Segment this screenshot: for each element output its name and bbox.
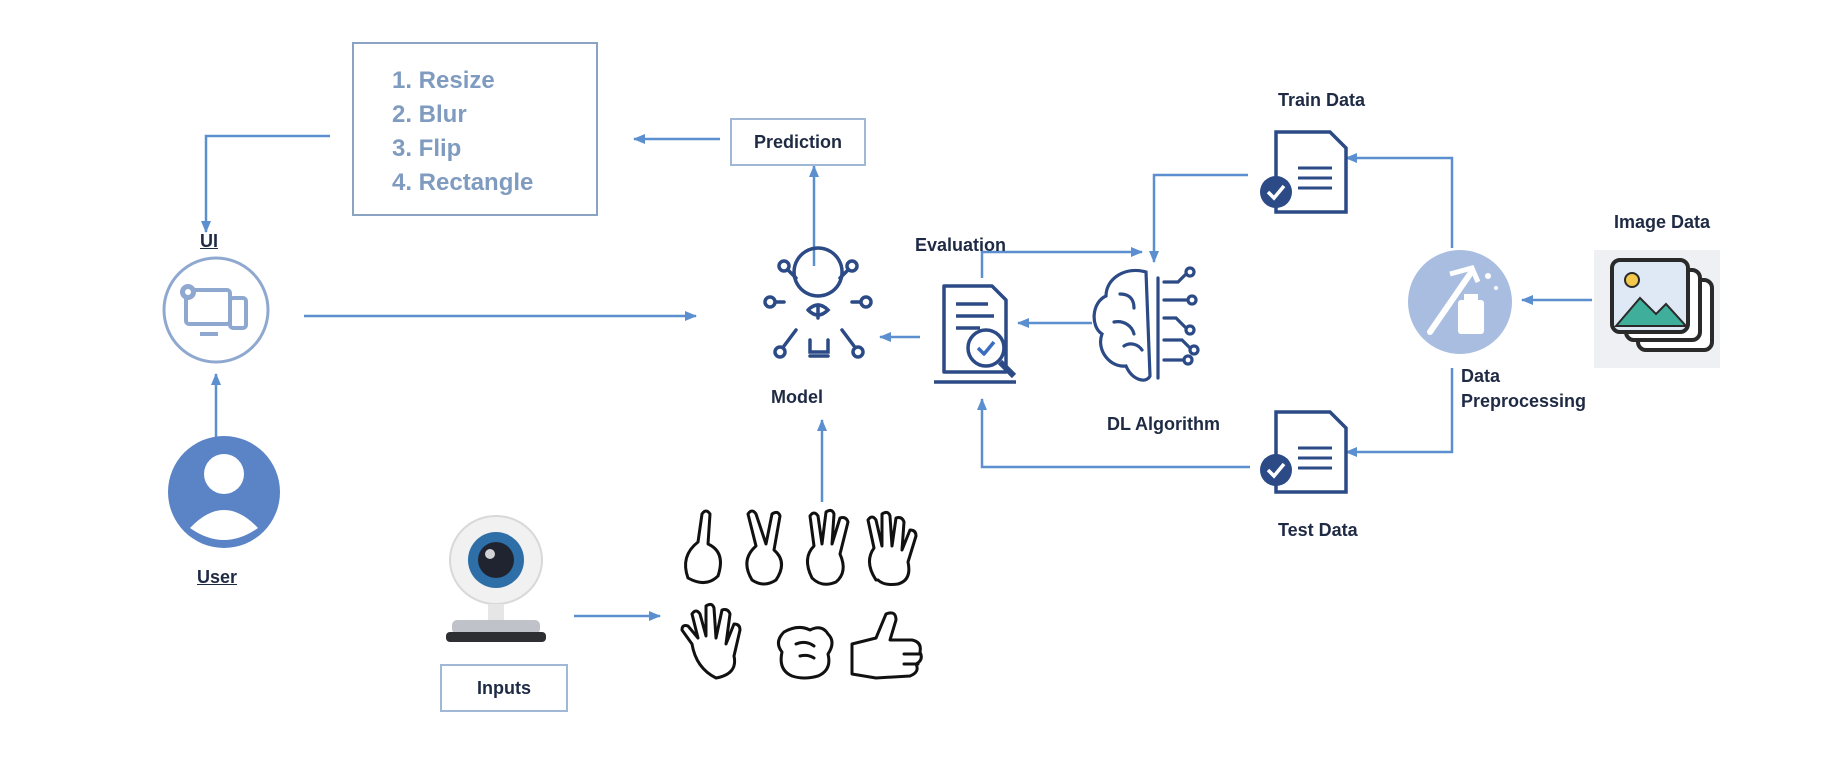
prediction-box: Prediction [730, 118, 866, 166]
model-label: Model [771, 387, 823, 407]
arrow-test-to-evaluation [977, 398, 1250, 469]
data-preprocessing-label-line1: Data [1461, 366, 1501, 386]
test-data-icon [1260, 410, 1348, 494]
preprocessing-steps-box: 1. Resize 2. Blur 3. Flip 4. Rectangle [352, 42, 598, 216]
gesture-two [745, 509, 783, 586]
test-data-label: Test Data [1278, 520, 1358, 540]
dl-algorithm-icon [1092, 266, 1200, 382]
model-icon [763, 246, 873, 359]
hand-gestures-image [680, 508, 923, 680]
arrow-evaluation-to-dl [980, 247, 1143, 278]
train-data-icon [1260, 130, 1348, 214]
arrow-train-to-dl [1149, 173, 1248, 263]
evaluation-icon [934, 284, 1017, 384]
gesture-four [866, 510, 918, 586]
arrow-preprocessing-to-train [1345, 153, 1454, 248]
webcam-icon [446, 515, 546, 642]
gesture-thumbs-up [850, 611, 923, 680]
step-blur: 2. Blur [392, 101, 467, 128]
inputs-label: Inputs [477, 677, 531, 698]
gesture-fist [777, 625, 834, 680]
inputs-box: Inputs [440, 664, 568, 712]
step-flip: 3. Flip [392, 135, 462, 162]
train-data-label: Train Data [1278, 90, 1366, 110]
arrow-steps-to-ui [201, 134, 330, 233]
image-data-label: Image Data [1614, 212, 1711, 232]
prediction-label: Prediction [753, 131, 842, 152]
user-icon [168, 436, 280, 548]
dl-algorithm-label: DL Algorithm [1107, 414, 1220, 434]
gesture-one [684, 509, 722, 584]
gesture-five [680, 602, 742, 680]
evaluation-label: Evaluation [915, 235, 1007, 255]
step-rectangle: 4. Rectangle [392, 169, 534, 196]
gesture-three [806, 508, 850, 586]
arrow-preprocessing-to-test [1345, 368, 1454, 457]
ui-label: UI [200, 231, 218, 251]
data-preprocessing-label-line2: Preprocessing [1461, 391, 1587, 411]
image-data-icon [1594, 250, 1720, 368]
user-label: User [197, 567, 238, 587]
ui-icon [162, 256, 270, 364]
step-resize: 1. Resize [392, 67, 495, 94]
data-preprocessing-icon [1408, 250, 1512, 354]
